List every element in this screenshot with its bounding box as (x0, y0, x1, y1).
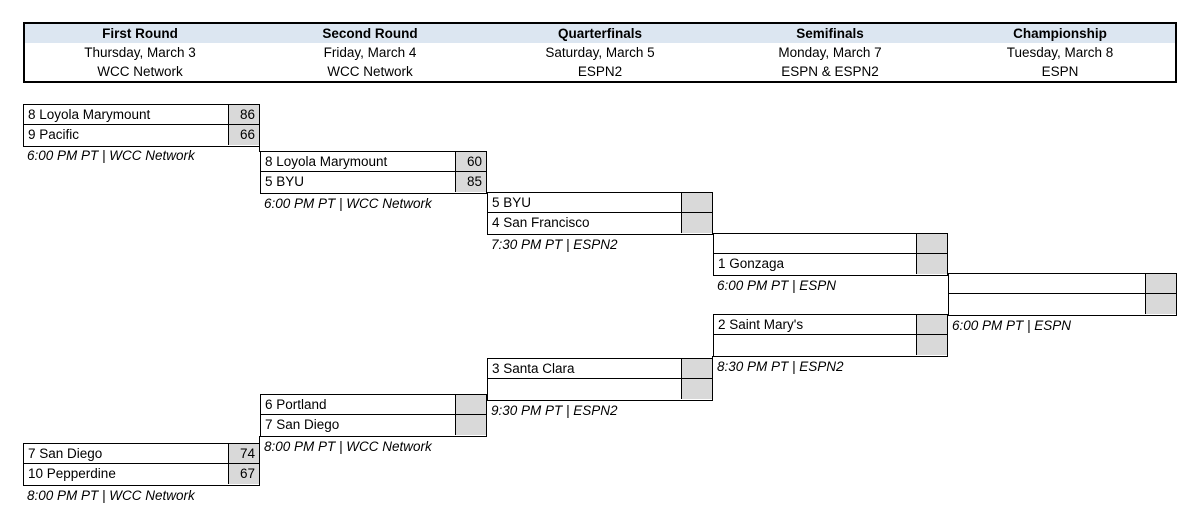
score-cell (916, 315, 947, 334)
score-cell (681, 213, 712, 233)
round-name-first-round: First Round (102, 26, 178, 41)
team-name (488, 379, 681, 399)
game-second-round-1: 8 Loyola Marymount 60 5 BYU 85 (260, 151, 487, 194)
round-date: Thursday, March 3 (84, 45, 196, 60)
team-slot: 8 Loyola Marymount 60 (261, 152, 486, 172)
team-name (714, 335, 916, 355)
round-network: ESPN & ESPN2 (781, 64, 879, 79)
team-slot: 4 San Francisco (488, 213, 712, 233)
team-slot: 8 Loyola Marymount 86 (24, 105, 259, 125)
score-cell (681, 379, 712, 399)
team-slot: 7 San Diego 74 (24, 444, 259, 464)
team-name (714, 234, 916, 253)
game-second-round-2: 6 Portland 7 San Diego (260, 394, 487, 437)
game-time: 6:00 PM PT | WCC Network (27, 148, 195, 163)
score-cell: 85 (455, 172, 486, 192)
round-date: Saturday, March 5 (545, 45, 655, 60)
team-name (949, 274, 1145, 293)
team-slot: 2 Saint Mary's (714, 315, 947, 335)
round-date: Monday, March 7 (778, 45, 882, 60)
score-cell (916, 335, 947, 355)
team-slot (488, 379, 712, 399)
score-cell (455, 415, 486, 435)
team-slot (714, 335, 947, 355)
team-slot: 7 San Diego (261, 415, 486, 435)
team-slot: 10 Pepperdine 67 (24, 464, 259, 484)
game-time: 6:00 PM PT | ESPN (952, 318, 1072, 333)
team-name: 8 Loyola Marymount (28, 107, 151, 122)
game-first-round-2: 7 San Diego 74 10 Pepperdine 67 (23, 443, 260, 486)
team-slot: 3 Santa Clara (488, 359, 712, 379)
team-slot: 6 Portland (261, 395, 486, 415)
team-slot: 5 BYU 85 (261, 172, 486, 192)
game-semifinal-1: 1 Gonzaga (713, 233, 948, 276)
score-cell (681, 193, 712, 212)
team-name: 9 Pacific (28, 127, 80, 142)
game-quarterfinal-2: 3 Santa Clara (487, 358, 713, 401)
game-semifinal-2: 2 Saint Mary's (713, 314, 948, 357)
bracket-connector (712, 356, 713, 359)
game-time: 9:30 PM PT | ESPN2 (491, 403, 618, 418)
round-network: ESPN2 (577, 64, 623, 79)
round-network: WCC Network (97, 64, 183, 79)
team-slot: 1 Gonzaga (714, 254, 947, 274)
team-name: 7 San Diego (28, 446, 103, 461)
score-cell: 86 (228, 105, 259, 124)
game-time: 6:00 PM PT | ESPN (717, 278, 837, 293)
bracket-connector (259, 436, 260, 444)
team-slot: 5 BYU (488, 193, 712, 213)
score-cell: 66 (228, 125, 259, 145)
game-time: 6:00 PM PT | WCC Network (264, 196, 432, 211)
round-networks-row: WCC Network WCC Network ESPN2 ESPN & ESP… (25, 62, 1175, 81)
score-cell: 60 (455, 152, 486, 171)
team-name: 4 San Francisco (492, 215, 590, 230)
round-dates-row: Thursday, March 3 Friday, March 4 Saturd… (25, 43, 1175, 62)
team-name: 6 Portland (265, 397, 327, 412)
team-slot: 9 Pacific 66 (24, 125, 259, 145)
round-name-quarterfinals: Quarterfinals (557, 26, 643, 41)
round-name-semifinals: Semifinals (796, 26, 864, 41)
team-name: 5 BYU (265, 174, 305, 189)
game-time: 8:00 PM PT | WCC Network (27, 488, 195, 503)
round-date: Friday, March 4 (323, 45, 417, 60)
game-time: 8:00 PM PT | WCC Network (264, 439, 432, 454)
team-name (949, 294, 1145, 314)
team-name: 3 Santa Clara (492, 361, 575, 376)
score-cell (455, 395, 486, 414)
round-name-second-round: Second Round (322, 26, 418, 41)
team-name: 8 Loyola Marymount (265, 154, 388, 169)
team-name: 7 San Diego (265, 417, 340, 432)
score-cell: 74 (228, 444, 259, 463)
team-slot (949, 274, 1176, 294)
game-time: 7:30 PM PT | ESPN2 (491, 237, 618, 252)
score-cell (916, 254, 947, 274)
score-cell (1145, 274, 1176, 293)
score-cell (681, 359, 712, 378)
schedule-header: First Round Second Round Quarterfinals S… (23, 22, 1177, 83)
game-quarterfinal-1: 5 BYU 4 San Francisco (487, 192, 713, 235)
team-name: 10 Pepperdine (28, 466, 116, 481)
round-name-championship: Championship (1013, 26, 1107, 41)
round-names-row: First Round Second Round Quarterfinals S… (25, 24, 1175, 43)
game-time: 8:30 PM PT | ESPN2 (717, 359, 844, 374)
team-name: 5 BYU (492, 195, 532, 210)
score-cell (916, 234, 947, 253)
score-cell (1145, 294, 1176, 314)
team-slot (949, 294, 1176, 314)
score-cell: 67 (228, 464, 259, 484)
round-network: WCC Network (327, 64, 413, 79)
team-name: 2 Saint Mary's (718, 317, 804, 332)
round-date: Tuesday, March 8 (1006, 45, 1114, 60)
team-slot (714, 234, 947, 254)
game-first-round-1: 8 Loyola Marymount 86 9 Pacific 66 (23, 104, 260, 147)
team-name: 1 Gonzaga (718, 256, 785, 271)
round-network: ESPN (1041, 64, 1079, 79)
game-championship (948, 273, 1177, 316)
bracket-connector (259, 146, 260, 152)
